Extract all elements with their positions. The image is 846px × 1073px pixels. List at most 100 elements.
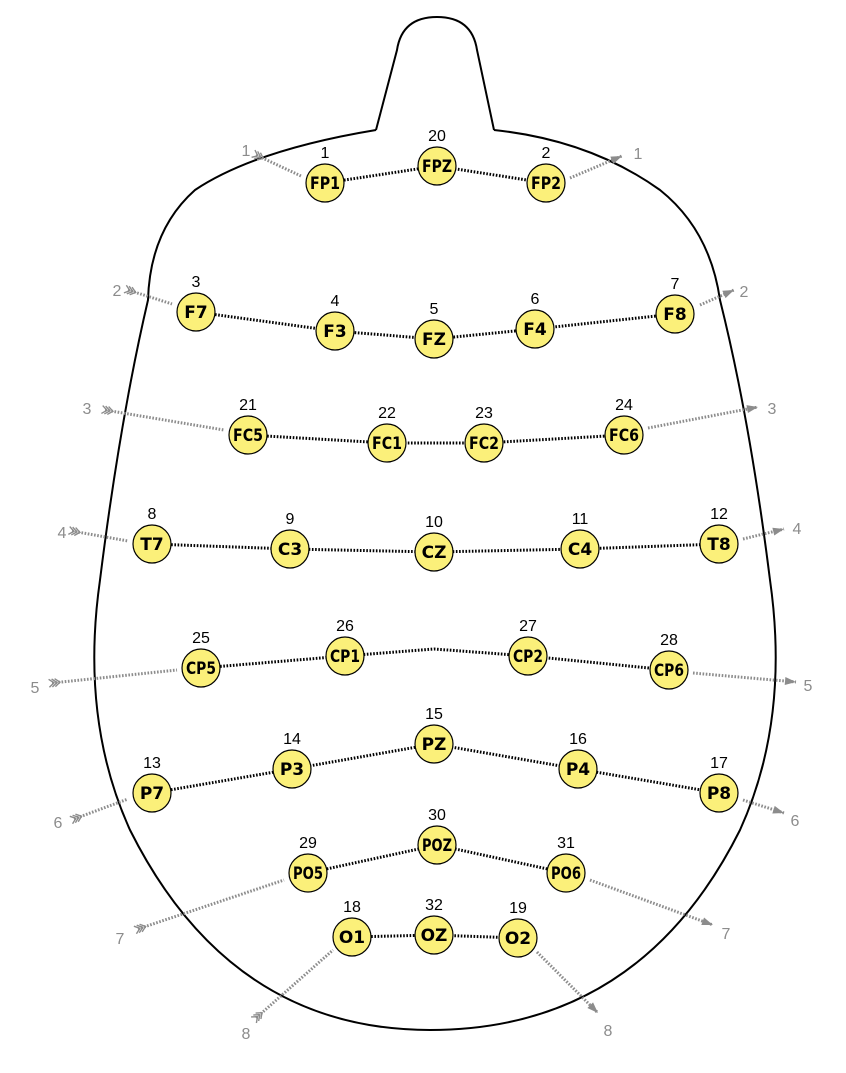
electrode-number-fp1: 1 — [321, 145, 330, 162]
electrode-marker-t8 — [699, 524, 739, 564]
lead-right-arrow-7 — [701, 917, 713, 925]
electrode-label-fz: FZ — [422, 330, 446, 350]
row-number-right-7: 7 — [722, 926, 731, 943]
electrode-label-c3: C3 — [278, 540, 302, 560]
electrode-marker-f7 — [176, 292, 216, 332]
electrode-label-p3: P3 — [280, 760, 304, 780]
electrode-label-po5: PO5 — [293, 864, 323, 884]
electrode-label-f3: F3 — [323, 322, 346, 342]
lead-left-7 — [137, 878, 285, 931]
row-number-left-5: 5 — [31, 680, 40, 697]
nose-outline — [375, 15, 495, 131]
electrode-marker-cz — [414, 532, 454, 572]
electrode-number-p4: 16 — [569, 731, 587, 748]
electrode-marker-cp6 — [649, 650, 689, 690]
electrode-number-cp1: 26 — [336, 618, 354, 635]
row-number-left-3: 3 — [83, 401, 92, 418]
lead-right-arrow-2 — [722, 290, 734, 299]
electrode-marker-fp1 — [305, 163, 345, 203]
row-number-right-5: 5 — [804, 678, 813, 695]
electrode-marker-p3 — [272, 749, 312, 789]
electrode-number-c4: 11 — [572, 511, 589, 528]
electrode-marker-poz — [417, 825, 457, 865]
electrode-marker-o2 — [498, 918, 538, 958]
electrode-number-f7: 3 — [192, 274, 201, 291]
electrode-label-poz: POZ — [422, 836, 452, 856]
electrode-marker-po6 — [546, 853, 586, 893]
row-number-left-6: 6 — [54, 815, 63, 832]
electrode-number-cz: 10 — [425, 514, 443, 531]
electrode-marker-oz — [414, 915, 454, 955]
electrode-label-fc2: FC2 — [469, 434, 499, 454]
lead-right-3 — [647, 405, 759, 430]
lead-left-fletch-7 — [133, 923, 147, 935]
electrode-c4: C4 11 — [560, 511, 600, 569]
lead-left-fletch-4 — [68, 526, 81, 537]
electrode-number-cp2: 27 — [519, 618, 537, 635]
electrode-label-c4: C4 — [568, 540, 592, 560]
electrode-label-fp2: FP2 — [531, 174, 561, 194]
electrode-number-p7: 13 — [143, 755, 161, 772]
electrode-marker-p7 — [132, 773, 172, 813]
electrode-label-t8: T8 — [707, 535, 730, 555]
electrode-label-fpz: FPZ — [422, 157, 452, 177]
electrode-number-fp2: 2 — [542, 145, 551, 162]
electrode-number-c3: 9 — [286, 511, 295, 528]
electrode-cz: CZ 10 — [414, 514, 454, 572]
lead-left-fletch-1 — [251, 149, 265, 161]
lead-right-4 — [742, 527, 785, 541]
electrode-number-fc1: 22 — [378, 405, 396, 422]
row-number-left-4: 4 — [58, 525, 67, 542]
electrode-label-oz: OZ — [421, 926, 448, 946]
lead-right-7 — [589, 878, 714, 927]
electrode-number-pz: 15 — [425, 706, 443, 723]
electrode-label-cp5: CP5 — [186, 659, 216, 679]
electrode-marker-o1 — [332, 917, 372, 957]
row-number-left-1: 1 — [242, 143, 251, 160]
lead-left-8 — [255, 948, 334, 1020]
row-connection-2 — [195, 310, 676, 341]
lead-right-arrow-1 — [610, 156, 622, 164]
lead-right-arrow-4 — [772, 527, 784, 536]
electrode-marker-fc1 — [367, 423, 407, 463]
row-connection-5 — [200, 647, 670, 672]
electrode-label-p7: P7 — [140, 784, 164, 804]
electrode-label-p4: P4 — [566, 760, 590, 780]
electrode-marker-c3 — [270, 529, 310, 569]
electrode-c3: C3 9 — [270, 511, 310, 569]
electrode-number-t7: 8 — [148, 506, 157, 523]
electrode-marker-p8 — [699, 773, 739, 813]
electrode-label-cz: CZ — [422, 543, 447, 563]
lead-left-fletch-2 — [123, 284, 137, 296]
lead-lines — [48, 149, 797, 1024]
lead-left-fletch-6 — [69, 813, 83, 825]
electrode-number-cp5: 25 — [192, 630, 210, 647]
row-number-left-2: 2 — [113, 283, 122, 300]
electrode-label-p8: P8 — [707, 784, 731, 804]
electrode-marker-p4 — [558, 749, 598, 789]
electrode-number-f8: 7 — [671, 276, 680, 293]
electrode-number-cp6: 28 — [660, 632, 678, 649]
lead-right-arrow-8 — [587, 1002, 598, 1013]
row-number-left-7: 7 — [116, 931, 125, 948]
electrode-label-pz: PZ — [422, 735, 447, 755]
electrode-p7: P7 13 — [132, 755, 172, 813]
electrode-marker-t7 — [132, 524, 172, 564]
lead-right-5 — [692, 671, 797, 684]
electrode-marker-f3 — [315, 311, 355, 351]
row-connection-8 — [351, 933, 519, 940]
electrode-label-f8: F8 — [663, 305, 686, 325]
row-number-right-1: 1 — [634, 146, 643, 163]
row-connection-3 — [247, 433, 625, 445]
electrode-marker-fp2 — [526, 163, 566, 203]
electrode-label-fc6: FC6 — [609, 426, 639, 446]
electrode-marker-fc2 — [464, 423, 504, 463]
